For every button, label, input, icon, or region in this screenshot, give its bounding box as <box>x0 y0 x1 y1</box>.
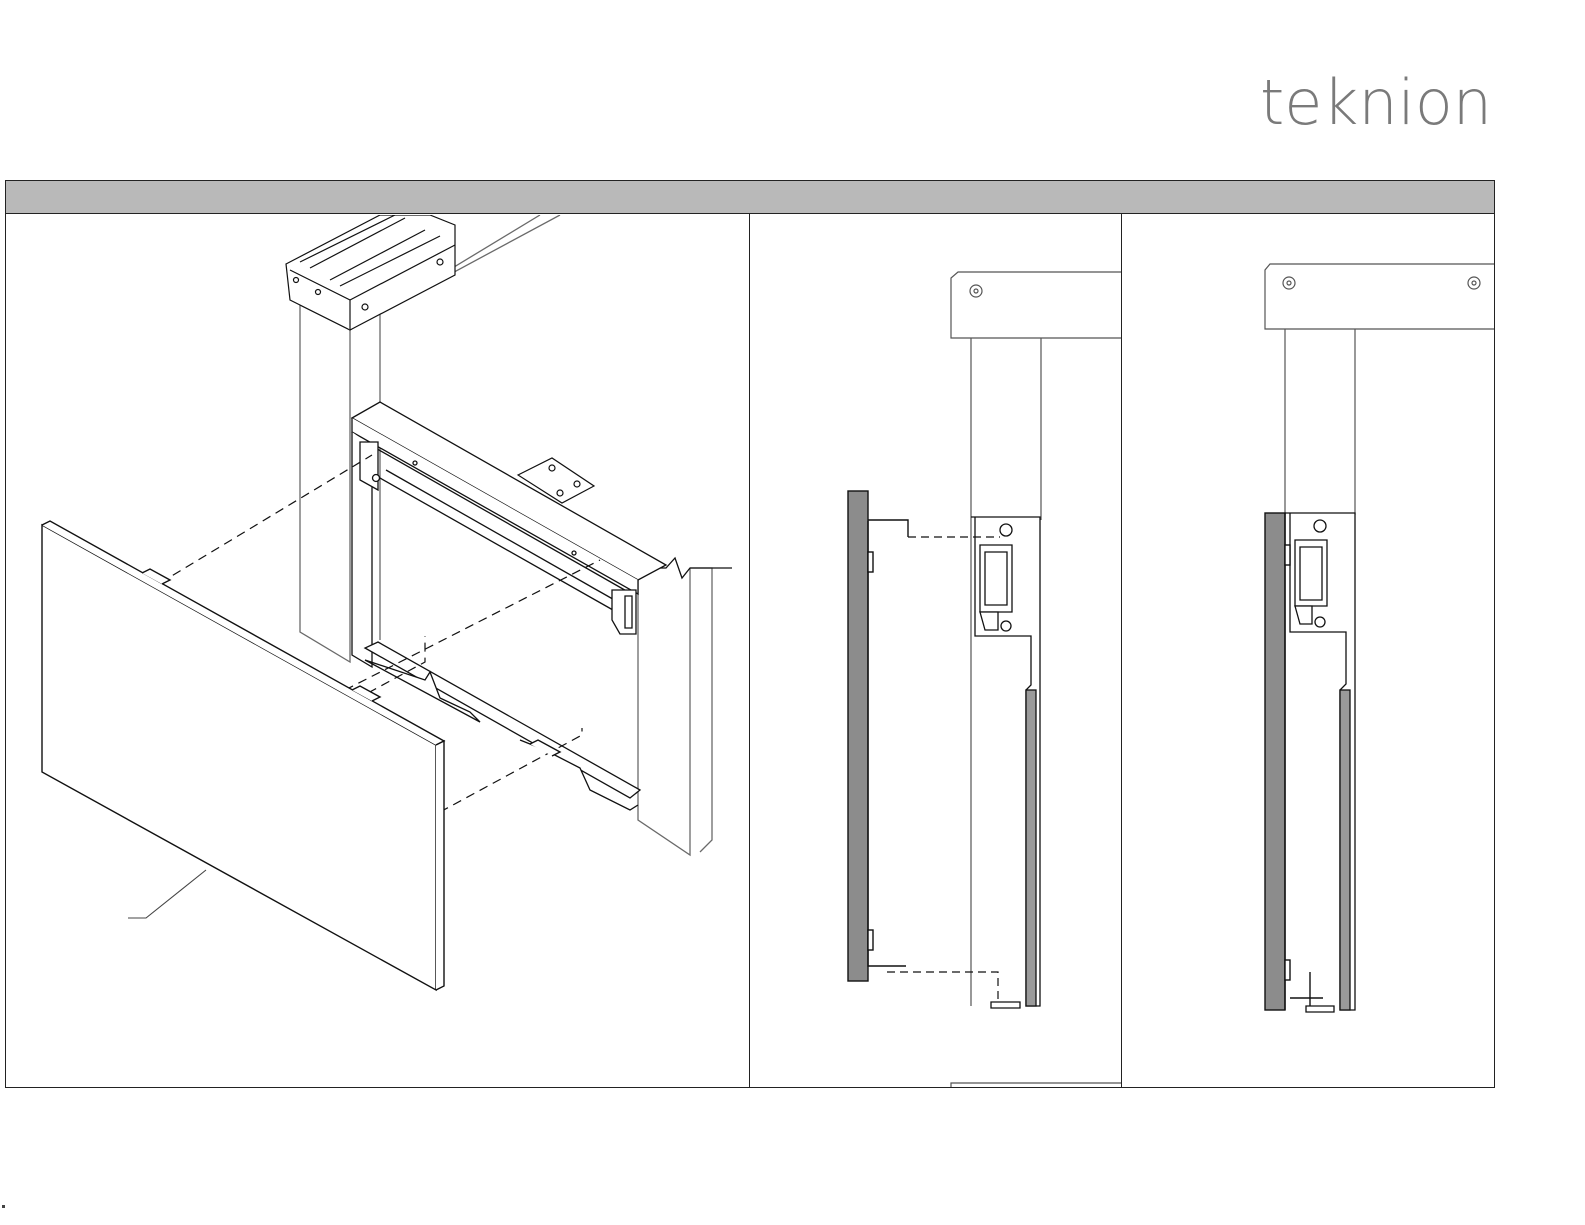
side-view-before-panel <box>750 215 1121 1087</box>
leg-column-section-icon <box>1285 329 1355 515</box>
isometric-view-panel <box>6 215 749 1087</box>
modesty-panel-icon <box>42 521 560 990</box>
modesty-panel-edge-icon <box>848 491 908 981</box>
side-view-installed-panel <box>1122 215 1494 1087</box>
page-corner-mark <box>2 1205 5 1208</box>
section-header-band <box>5 180 1495 214</box>
callout-leader-icon <box>128 870 206 918</box>
lower-rail-icon <box>951 1083 1121 1087</box>
isometric-assembly-drawing <box>6 215 749 1087</box>
mounting-bracket-icon <box>971 517 1040 1008</box>
leg-column-right-icon <box>632 558 732 855</box>
teknion-logo: teknion <box>1258 62 1498 140</box>
top-rail-section-icon <box>1265 264 1494 329</box>
top-rail-section-icon <box>951 272 1121 338</box>
side-view-before-drawing <box>750 215 1121 1087</box>
side-view-installed-drawing <box>1122 215 1494 1087</box>
lift-mechanism-beam-icon <box>286 215 455 330</box>
mounting-bracket-icon <box>1285 513 1355 1012</box>
logo-text: teknion <box>1260 66 1492 139</box>
